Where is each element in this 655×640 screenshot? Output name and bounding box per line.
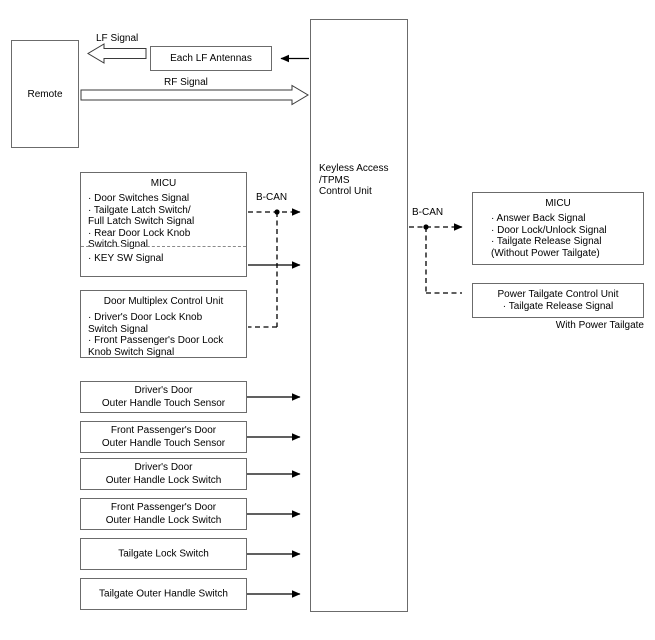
power-tailgate-control-unit-box: Power Tailgate Control Unit · Tailgate R… <box>472 283 644 318</box>
sensor-box-drivers-door-lock-switch: Driver's Door Outer Handle Lock Switch <box>80 458 247 490</box>
door-multiplex-control-unit-signal-list: · Driver's Door Lock Knob Switch Signal … <box>88 312 224 358</box>
sensor-box-tailgate-outer-handle-switch: Tailgate Outer Handle Switch <box>80 578 247 610</box>
keyless-access-tpms-control-unit-label: Keyless Access /TPMS Control Unit <box>319 163 389 197</box>
wire-bcan-right <box>409 223 463 294</box>
remote-box: Remote <box>11 40 79 148</box>
micu-left-signal-list: · Door Switches Signal · Tailgate Latch … <box>88 193 195 250</box>
sensor-label: Driver's Door Outer Handle Touch Sensor <box>101 385 226 409</box>
lf-signal-block-arrow <box>87 43 147 64</box>
sensor-label: Driver's Door Outer Handle Lock Switch <box>105 462 222 486</box>
micu-left-key-sw-signal: · KEY SW Signal <box>88 253 164 264</box>
label-lf-signal: LF Signal <box>96 33 139 44</box>
label-rf-signal: RF Signal <box>164 77 208 88</box>
micu-right-title: MICU <box>545 198 571 209</box>
sensor-box-passenger-door-touch: Front Passenger's Door Outer Handle Touc… <box>80 421 247 453</box>
door-multiplex-control-unit-box: Door Multiplex Control Unit · Driver's D… <box>80 290 247 358</box>
micu-right-box: MICU · Answer Back Signal · Door Lock/Un… <box>472 192 644 265</box>
lf-antennas-box: Each LF Antennas <box>150 46 272 71</box>
wire-bcan-left <box>248 208 301 328</box>
sensor-box-drivers-door-touch: Driver's Door Outer Handle Touch Sensor <box>80 381 247 413</box>
remote-label: Remote <box>27 89 63 100</box>
label-bcan-right: B-CAN <box>412 207 444 218</box>
sensor-label: Tailgate Lock Switch <box>118 548 209 560</box>
sensor-label: Front Passenger's Door Outer Handle Lock… <box>105 502 222 526</box>
micu-left-box: MICU · Door Switches Signal · Tailgate L… <box>80 172 247 277</box>
door-multiplex-control-unit-title: Door Multiplex Control Unit <box>103 296 224 307</box>
keyless-access-tpms-control-unit-box: Keyless Access /TPMS Control Unit <box>310 19 408 612</box>
micu-right-signal-list: · Answer Back Signal · Door Lock/Unlock … <box>491 213 607 259</box>
micu-left-divider <box>81 246 246 247</box>
sensor-box-tailgate-lock-switch: Tailgate Lock Switch <box>80 538 247 570</box>
caption-with-power-tailgate: With Power Tailgate <box>555 320 644 331</box>
lf-antennas-label: Each LF Antennas <box>170 53 252 64</box>
label-bcan-left: B-CAN <box>256 192 288 203</box>
sensor-label: Front Passenger's Door Outer Handle Touc… <box>101 425 226 449</box>
sensor-box-passenger-door-lock-switch: Front Passenger's Door Outer Handle Lock… <box>80 498 247 530</box>
sensor-label: Tailgate Outer Handle Switch <box>99 588 228 600</box>
power-tailgate-control-unit-label: Power Tailgate Control Unit · Tailgate R… <box>497 289 619 312</box>
micu-left-title: MICU <box>150 178 177 189</box>
